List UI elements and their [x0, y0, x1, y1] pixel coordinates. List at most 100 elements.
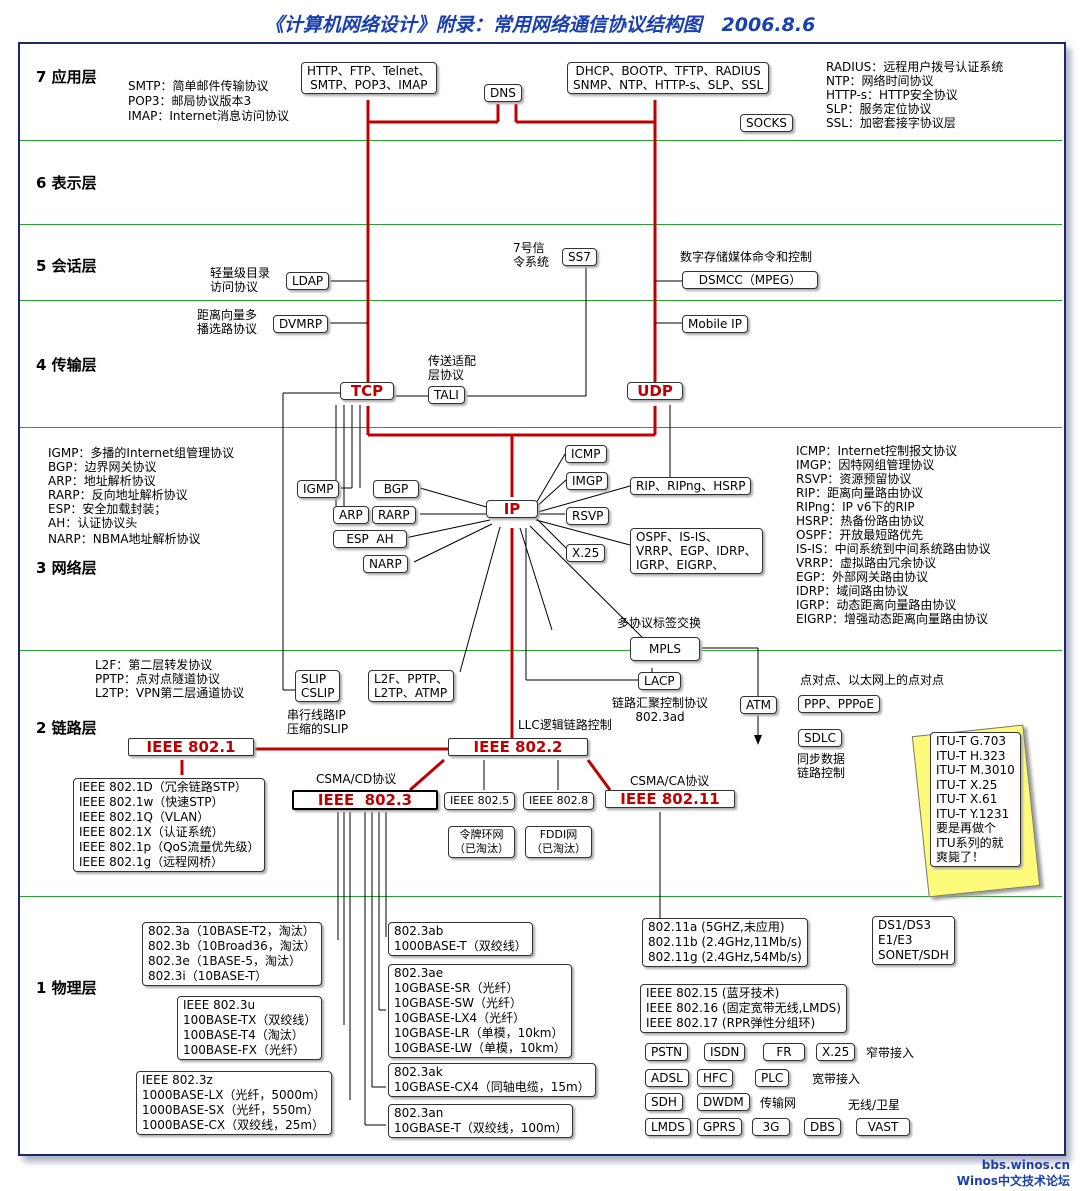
layer-3-label: 3 网络层 [36, 559, 97, 577]
tali-label: 传送适配 层协议 [428, 354, 477, 382]
net-note-esp: ESP：安全加载封装； [48, 502, 167, 516]
x25-phy-box: X.25 [816, 1043, 856, 1061]
3g-box: 3G [752, 1118, 790, 1136]
app-note-ntp: NTP：网络时间协议 [826, 74, 934, 88]
net-note-hsrp: HSRP：热备份路由协议 [796, 514, 925, 528]
net-note-narp: NARP：NBMA地址解析协议 [48, 532, 201, 546]
net-note-ospf: OSPF：开放最短路优先 [796, 528, 924, 542]
ospf-box: OSPF、IS-IS、 VRRP、EGP、IDRP、 IGRP、EIGRP、 [630, 528, 763, 574]
layer-5-label: 5 会话层 [36, 257, 97, 275]
broadband-label: 宽带接入 [812, 1072, 861, 1086]
socks-box: SOCKS [740, 114, 793, 132]
layer-1-label: 1 物理层 [36, 979, 97, 997]
app-note-pop3: POP3：邮局协议版本3 [128, 94, 252, 108]
narrowband-label: 窄带接入 [866, 1046, 915, 1060]
slip-label: 串行线路IP 压缩的SLIP [287, 708, 349, 736]
rip-box: RIP、RIPng、HSRP [630, 477, 752, 495]
sdh-box: SDH [645, 1093, 683, 1111]
net-note-rarp: RARP：反向地址解析协议 [48, 488, 188, 502]
tali-box: TALI [428, 386, 465, 404]
arp-box: ARP [333, 506, 369, 524]
net-note-egp: EGP：外部网关路由协议 [796, 570, 929, 584]
mobileip-box: Mobile IP [682, 315, 748, 333]
net-note-vrrp: VRRP：虚拟路由冗余协议 [796, 556, 937, 570]
link-note-l2f: L2F：第二层转发协议 [95, 658, 213, 672]
app-note-ssl: SSL：加密套接字协议层 [826, 116, 956, 130]
token-ring-box: 令牌环网 （已淘汰） [448, 826, 515, 858]
isdn-box: ISDN [704, 1043, 746, 1061]
ieee8021-list-box: IEEE 802.1D（冗余链路STP） IEEE 802.1w（快速STP） … [73, 778, 266, 872]
l2f-box: L2F、PPTP、 L2TP、ATMP [368, 670, 455, 702]
net-note-igmp: IGMP：多播的Internet组管理协议 [48, 446, 235, 460]
imgp-box: IMGP [566, 472, 609, 490]
igmp-box: IGMP [297, 480, 340, 498]
rarp-box: RARP [372, 506, 416, 524]
watermark-name: Winos中文技术论坛 [956, 1174, 1070, 1188]
net-note-imgp: IMGP：因特网组管理协议 [796, 458, 935, 472]
udp-box: UDP [627, 382, 683, 400]
app-note-imap: IMAP：Internet消息访问协议 [128, 109, 289, 123]
ieee8022-box: IEEE 802.2 [448, 738, 588, 756]
ieee8028-box: IEEE 802.8 [523, 792, 595, 810]
net-note-eigrp: EIGRP：增强动态距离向量路由协议 [796, 612, 988, 626]
ieee80211-box: IEEE 802.11 [605, 790, 735, 808]
net-note-idrp: IDRP：域间路由协议 [796, 584, 909, 598]
itu-note: ITU-T G.703 ITU-T H.323 ITU-T M.3010 ITU… [930, 732, 1021, 867]
net-note-icmp: ICMP：Internet控制报文协议 [796, 444, 958, 458]
link-note-pptp: PPTP：点对点隧道协议 [95, 672, 221, 686]
layer-divider [20, 427, 1062, 428]
net-note-isis: IS-IS：中间系统到中间系统路由协议 [796, 542, 991, 556]
dvmrp-label: 距离向量多 播选路协议 [197, 308, 258, 336]
icmp-box: ICMP [565, 445, 607, 463]
layer-6-label: 6 表示层 [36, 174, 97, 192]
narp-box: NARP [363, 555, 408, 573]
dbs-box: DBS [804, 1118, 841, 1136]
phy-8023a-box: 802.3a（10BASE-T2，淘汰） 802.3b（10Broad36，淘汰… [142, 922, 322, 986]
layer-divider [20, 140, 1062, 141]
net-note-rip: RIP：距离向量路由协议 [796, 486, 924, 500]
app-note-slp: SLP：服务定位协议 [826, 102, 932, 116]
phy-80215-box: IEEE 802.15 (蓝牙技术) IEEE 802.16 (固定宽带无线,L… [640, 984, 847, 1033]
mpls-box: MPLS [630, 637, 700, 661]
net-note-ah: AH：认证协议头 [48, 516, 138, 530]
vast-box: VAST [856, 1118, 910, 1136]
ppp-label: 点对点、以太网上的点对点 [800, 673, 945, 687]
dns-box: DNS [484, 84, 522, 102]
watermark-url: bbs.winos.cn [981, 1158, 1070, 1172]
layer-7-label: 7 应用层 [36, 68, 97, 86]
dwdm-box: DWDM [697, 1093, 750, 1111]
ieee8023-box: IEEE 802.3 [292, 790, 438, 810]
page-title: 《计算机网络设计》附录：常用网络通信协议结构图 2006.8.6 [264, 14, 816, 36]
phy-8023ak-box: 802.3ak 10GBASE-CX4（同轴电缆，15m） [388, 1063, 596, 1097]
plc-box: PLC [755, 1069, 790, 1087]
gprs-box: GPRS [697, 1118, 742, 1136]
ip-box: IP [486, 500, 538, 518]
ss7-label: 7号信 令系统 [513, 241, 550, 269]
phy-80211-box: 802.11a (5GHZ,未应用) 802.11b (2.4GHz,11Mb/… [642, 918, 808, 967]
tcp-box: TCP [340, 382, 394, 400]
atm-box: ATM [740, 696, 777, 714]
ldap-label: 轻量级目录 访问协议 [210, 266, 271, 294]
wireless-label: 无线/卫星 [848, 1098, 901, 1112]
net-note-igrp: IGRP：动态距离向量路由协议 [796, 598, 957, 612]
rsvp-box: RSVP [566, 507, 610, 525]
phy-8023an-box: 802.3an 10GBASE-T（双绞线，100m） [388, 1104, 574, 1138]
lacp-box: LACP [638, 672, 681, 690]
ldap-box: LDAP [286, 272, 330, 290]
fddi-box: FDDI网 （已淘汰） [525, 826, 592, 858]
ss7-box: SS7 [562, 248, 597, 266]
link-note-l2tp: L2TP：VPN第二层通道协议 [95, 686, 245, 700]
esp-ah-box: ESP AH [333, 530, 407, 548]
mpls-label: 多协议标签交换 [617, 616, 702, 630]
app-protocols-box: HTTP、FTP、Telnet、 SMTP、POP3、IMAP [301, 62, 437, 94]
net-note-rsvp: RSVP：资源预留协议 [796, 472, 912, 486]
lacp-label: 链路汇聚控制协议 802.3ad [612, 696, 709, 724]
sdlc-label: 同步数据 链路控制 [797, 752, 846, 780]
phy-8023z-box: IEEE 802.3z 1000BASE-LX（光纤，5000m） 1000BA… [136, 1071, 332, 1135]
pstn-box: PSTN [645, 1043, 689, 1061]
adsl-box: ADSL [645, 1069, 689, 1087]
llc-label: LLC逻辑链路控制 [518, 718, 612, 732]
dsmcc-label: 数字存储媒体命令和控制 [680, 250, 813, 264]
phy-8023ab-box: 802.3ab 1000BASE-T（双绞线） [388, 922, 533, 956]
